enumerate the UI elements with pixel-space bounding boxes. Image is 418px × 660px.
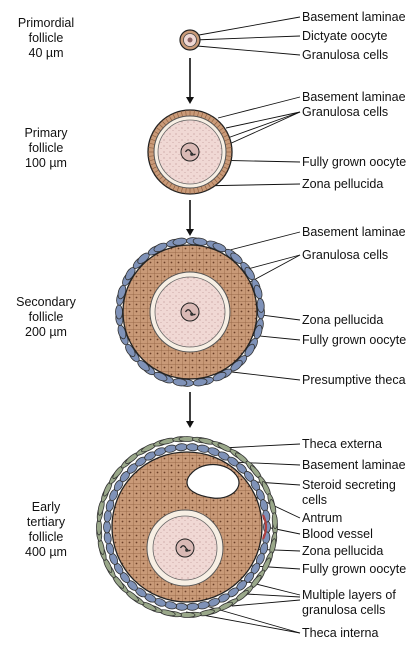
label-fully-grown-oocyte-secondary: Fully grown oocyte (302, 333, 406, 347)
theca-interna-cell (164, 444, 177, 453)
arrow-1-head (186, 97, 194, 104)
theca-interna-cell (103, 531, 112, 544)
stage-label-primary: Primaryfollicle100 µm (0, 126, 92, 171)
leader-granulosa-secondary-1 (244, 255, 300, 270)
leader-basement-secondary (222, 232, 300, 252)
leader-granulosa-secondary-2 (250, 255, 300, 282)
leader-oocyte-primordial (194, 36, 300, 40)
label-granulosa-cells-secondary: Granulosa cells (302, 248, 388, 262)
label-fully-grown-oocyte-primary: Fully grown oocyte (302, 155, 406, 169)
theca-interna-cell (197, 444, 210, 453)
label-granulosa-cells-primary: Granulosa cells (302, 105, 388, 119)
presumptive-theca-cell (116, 305, 123, 319)
label-steroid-secreting-cells: cells (302, 493, 327, 507)
leader-blood-vessel (266, 527, 300, 534)
leader-multiple-3 (232, 600, 300, 606)
nucleolus (190, 153, 193, 156)
label-steroid-secreting: Steroid secreting (302, 478, 396, 492)
nucleolus (185, 549, 188, 552)
label-basement-laminae-secondary: Basement laminae (302, 225, 406, 239)
leader-theca-secondary (232, 372, 300, 380)
theca-interna-cell (103, 510, 112, 523)
label-theca-interna: Theca interna (302, 626, 378, 640)
antrum (187, 465, 239, 499)
nucleus (181, 143, 199, 161)
label-blood-vessel: Blood vessel (302, 527, 373, 541)
stage-label-secondary: Secondaryfollicle200 µm (0, 295, 92, 340)
stage-label-tertiary: Earlytertiaryfollicle400 µm (0, 500, 92, 560)
theca-interna-cell (104, 521, 111, 533)
label-basement-laminae-tertiary: Basement laminae (302, 458, 406, 472)
label-fully-grown-oocyte-tertiary: Fully grown oocyte (302, 562, 406, 576)
label-antrum: Antrum (302, 511, 342, 525)
primordial-nucleus (188, 38, 193, 43)
primordial-follicle (180, 30, 200, 50)
arrow-2-head (186, 229, 194, 236)
leader-basement-primordial (199, 17, 300, 35)
arrow-3-head (186, 421, 194, 428)
primary-follicle (148, 110, 232, 194)
label-zona-pellucida-secondary: Zona pellucida (302, 313, 383, 327)
theca-interna-cell (175, 443, 187, 451)
label-theca-externa: Theca externa (302, 437, 382, 451)
nucleus (176, 539, 194, 557)
theca-interna-cell (186, 603, 198, 611)
label-granulosa-cells-primordial: Granulosa cells (302, 48, 388, 62)
nucleolus (190, 313, 193, 316)
label-basement-laminae-primary: Basement laminae (302, 90, 406, 104)
label-zona-pellucida-primary: Zona pellucida (302, 177, 383, 191)
nucleus (181, 303, 199, 321)
leader-theca-externa (222, 444, 300, 448)
label-presumptive-theca: Presumptive theca (302, 373, 406, 387)
follicles (96, 30, 278, 618)
secondary-follicle (115, 237, 265, 387)
label-basement-laminae-primordial: Basement laminae (302, 10, 406, 24)
leader-granulosa-primordial (197, 46, 300, 55)
theca-interna-cell (197, 601, 210, 610)
theca-interna-cell (175, 603, 187, 611)
label-zona-pellucida-tertiary: Zona pellucida (302, 544, 383, 558)
label-multiple-layers: Multiple layers of (302, 588, 396, 602)
tertiary-follicle (96, 436, 278, 618)
label-dictyate-oocyte: Dictyate oocyte (302, 29, 387, 43)
label-granulosa-cells-tertiary: granulosa cells (302, 603, 385, 617)
theca-interna-cell (164, 601, 177, 610)
leader-multiple-2 (246, 594, 300, 597)
theca-interna-cell (186, 443, 198, 451)
